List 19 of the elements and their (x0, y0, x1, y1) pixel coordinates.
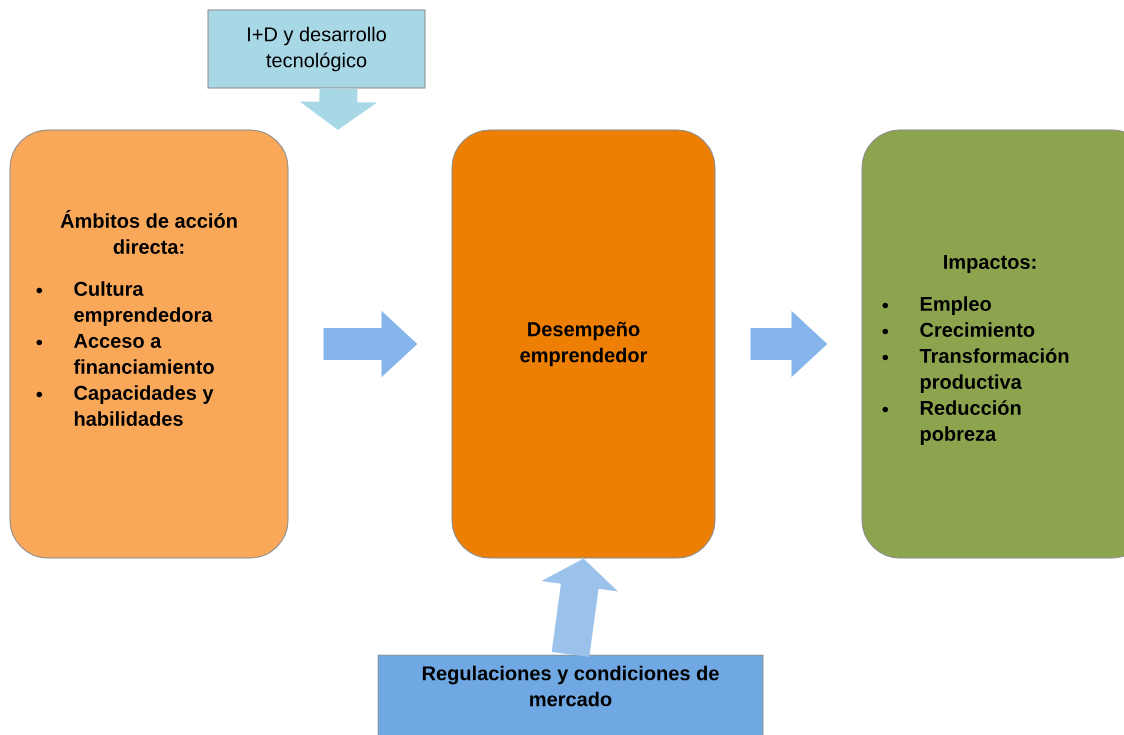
box-text: I+D y desarrollo tecnológico (248, 26, 386, 72)
callout-box (377, 654, 764, 735)
node-label: Crecimiento (920, 322, 1035, 337)
node-label: Empleo (920, 296, 991, 315)
box-text: Impactos: Empleo Crecimiento Transformación productiva Reducción pobreza (882, 255, 1069, 445)
node-label: Ámbitos de acción directa: (60, 210, 237, 254)
rounded-box (9, 129, 289, 559)
rounded-box (451, 129, 716, 559)
box-text: Regulaciones y condiciones de mercado (422, 665, 719, 707)
node-label: Acceso a financiamiento (73, 334, 214, 374)
box-text: Desempeño emprendedor (520, 321, 648, 367)
rounded-box (861, 129, 1124, 559)
box-text: Ámbitos de acción directa: Cultura emprendedora Acceso a financiamiento Capacidades y habilidades (36, 210, 237, 426)
node-label: Capacidades y habilidades (74, 385, 214, 426)
node-label: Impactos: (944, 255, 1036, 273)
node-label: Cultura emprendedora (74, 281, 213, 326)
node-label: Reducción pobreza (920, 400, 1021, 445)
node-label: Transformación productiva (919, 348, 1069, 393)
callout-box (207, 9, 426, 89)
